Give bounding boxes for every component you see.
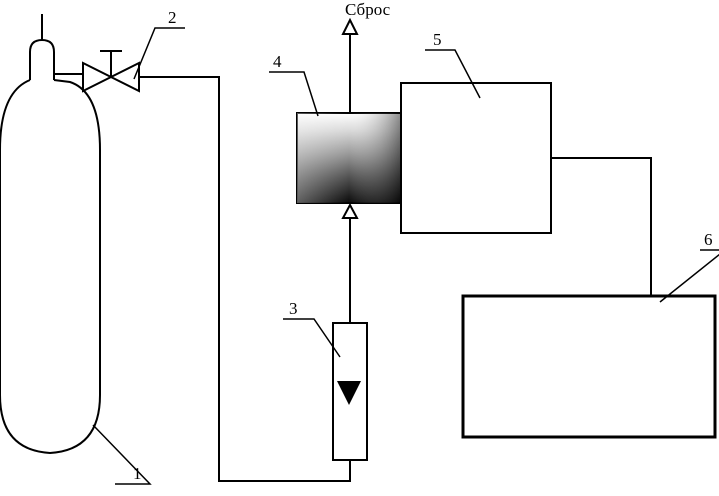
leader-line-6 (659, 249, 719, 303)
leader-line-5 (425, 49, 481, 99)
connection-5-6 (551, 157, 652, 296)
valve-left-triangle (82, 61, 114, 93)
gas-line (139, 76, 351, 482)
gas-cylinder (0, 14, 101, 455)
leader-line-2 (133, 27, 185, 80)
leader-line-4 (269, 71, 319, 117)
measuring-cell (296, 112, 402, 204)
flowmeter (332, 322, 368, 461)
flowmeter-float (337, 381, 361, 405)
cylinder-body (0, 79, 101, 455)
inlet-arrow-icon (341, 202, 359, 219)
outlet-label: Сброс (345, 0, 391, 19)
label-valve: 2 (168, 8, 177, 27)
block-6 (461, 294, 717, 439)
valve (82, 50, 140, 93)
label-flowmeter: 3 (289, 299, 298, 318)
outlet-arrow-icon (341, 17, 359, 35)
cylinder-neck (29, 38, 55, 80)
cell-shading (297, 113, 401, 203)
leader-line-3 (283, 318, 341, 358)
label-cylinder: 1 (133, 464, 142, 483)
block-5 (400, 82, 552, 234)
label-cell: 4 (273, 52, 282, 71)
label-block-5: 5 (433, 30, 442, 49)
label-block-6: 6 (704, 230, 713, 249)
leader-line-1 (92, 424, 152, 485)
